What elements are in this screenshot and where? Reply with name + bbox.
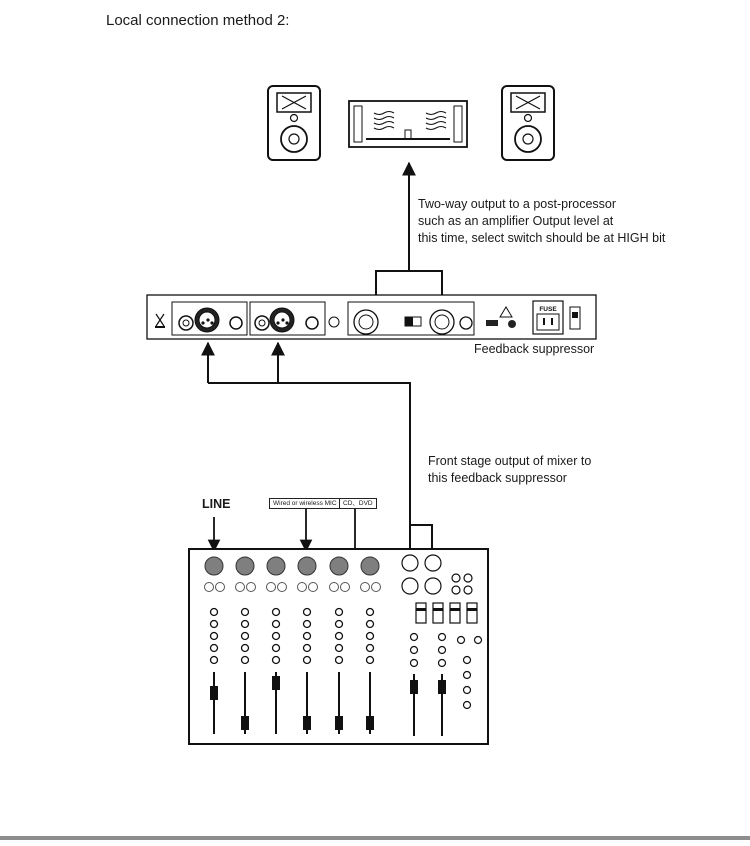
channel-strips [204,556,381,734]
amp-output-note-line: this time, select switch should be at HI… [418,231,666,245]
suppressor-label: Feedback suppressor [474,342,595,356]
mixer-output-note-line: this feedback suppressor [428,471,567,485]
page-title: Local connection method 2: [106,12,290,29]
left-speaker [267,85,321,161]
mixer-connection [201,341,433,549]
amp-output-note: Two-way output to a post-processor such … [418,196,665,247]
feedback-suppressor: FUSE [146,294,597,340]
mixer [188,548,489,745]
cd-input-label: CD、DVD [339,498,377,509]
amp-output-note-line: Two-way output to a post-processor [418,197,617,211]
bottom-divider [0,836,750,840]
amp-output-note-line: such as an amplifier Output level at [418,214,614,228]
line-input-label: LINE [202,497,231,511]
amplifier [348,100,468,148]
fuse-label: FUSE [539,306,557,313]
amp-connection [375,161,443,299]
master-section [401,554,483,710]
mixer-output-note-line: Front stage output of mixer to [428,454,592,468]
right-speaker [501,85,555,161]
mic-input-label: Wired or wireless MIC [269,498,341,509]
mixer-output-note: Front stage output of mixer to this feed… [428,453,591,487]
